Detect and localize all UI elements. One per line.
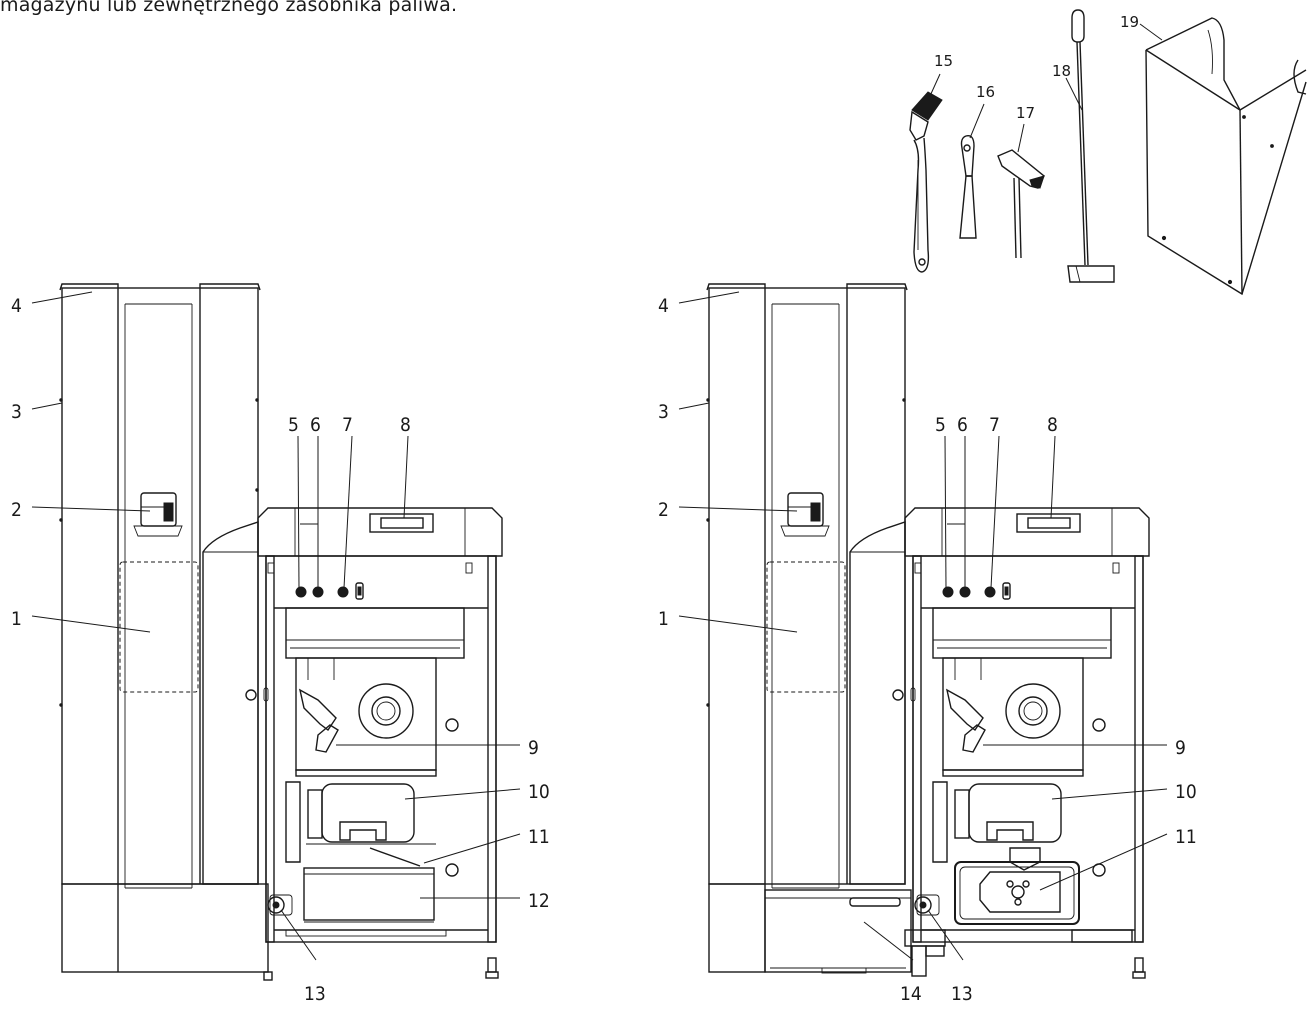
- label-6-left: 6: [310, 414, 321, 436]
- scraper-tool: [959, 135, 977, 239]
- label-9-left: 9: [528, 737, 539, 759]
- right-boiler: 4 3 2 1 5 6 7 8 9 10 11 14 13: [658, 283, 1197, 1005]
- label-7-right: 7: [989, 414, 1000, 436]
- label-2-right: 2: [658, 499, 669, 521]
- right-boiler-body: [904, 507, 1150, 979]
- label-1-left: 1: [11, 608, 22, 630]
- t-key-tool: [997, 149, 1045, 259]
- label-16: 16: [976, 83, 995, 101]
- label-4-right: 4: [658, 295, 669, 317]
- label-2-left: 2: [11, 499, 22, 521]
- caption-text: magazynu lub zewnętrznego zasobnika pali…: [0, 0, 458, 16]
- label-10-left: 10: [528, 781, 550, 803]
- label-13-left: 13: [304, 983, 326, 1005]
- label-10-right: 10: [1175, 781, 1197, 803]
- label-7-left: 7: [342, 414, 353, 436]
- left-boiler-body: [257, 507, 503, 979]
- label-8-left: 8: [400, 414, 411, 436]
- label-5-right: 5: [935, 414, 946, 436]
- ash-shovel: [1145, 17, 1307, 296]
- label-3-right: 3: [658, 401, 669, 423]
- label-15: 15: [934, 52, 953, 70]
- label-5-left: 5: [288, 414, 299, 436]
- label-3-left: 3: [11, 401, 22, 423]
- label-11-left: 11: [528, 826, 550, 848]
- label-1-right: 1: [658, 608, 669, 630]
- label-8-right: 8: [1047, 414, 1058, 436]
- poker-tool: [1067, 9, 1115, 283]
- label-11-right: 11: [1175, 826, 1197, 848]
- label-17: 17: [1016, 104, 1035, 122]
- label-14: 14: [900, 983, 922, 1005]
- label-19: 19: [1120, 13, 1139, 31]
- label-6-right: 6: [957, 414, 968, 436]
- accessories: 15 16 17 18 19: [909, 9, 1307, 296]
- brush-tool: [909, 91, 943, 273]
- label-18: 18: [1052, 62, 1071, 80]
- label-13-right: 13: [951, 983, 973, 1005]
- left-hopper: [59, 283, 273, 981]
- right-hopper: [706, 283, 912, 974]
- left-leaders: [31, 291, 521, 961]
- label-4-left: 4: [11, 295, 22, 317]
- label-9-right: 9: [1175, 737, 1186, 759]
- left-boiler: 4 3 2 1 5 6 7 8 9 10 11 12 13: [11, 283, 550, 1005]
- right-leaders: [678, 291, 1168, 961]
- label-12-left: 12: [528, 890, 550, 912]
